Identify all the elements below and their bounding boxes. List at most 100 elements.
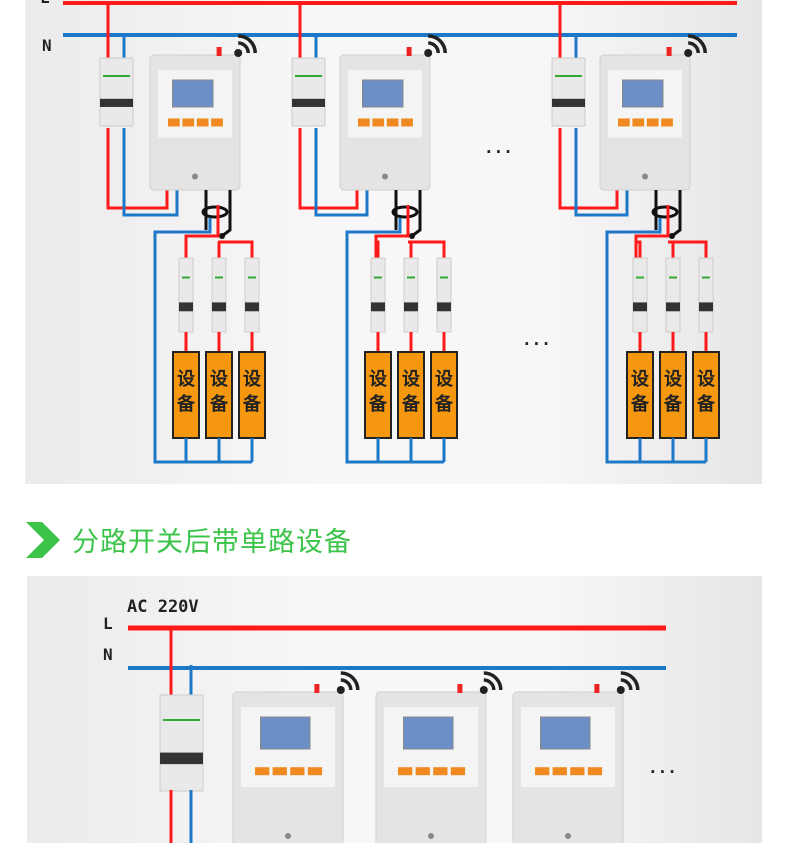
branch-live	[374, 205, 410, 262]
meter-button	[307, 767, 323, 776]
breaker-handle	[437, 302, 451, 312]
meter-screw	[382, 173, 388, 180]
ct-lead	[671, 190, 682, 238]
meter-lcd	[260, 716, 311, 750]
meter-button	[255, 767, 270, 776]
breaker	[291, 57, 326, 127]
meter-button	[570, 767, 585, 776]
breaker	[370, 257, 386, 333]
equipment-label: 设	[664, 369, 682, 390]
current-transformer	[391, 205, 419, 219]
breaker	[178, 257, 194, 333]
wifi-icon	[684, 49, 693, 57]
equipment-box	[172, 351, 200, 439]
breaker-stripe	[407, 276, 415, 279]
breaker-stripe	[103, 75, 130, 77]
equipment-label: 备	[401, 393, 421, 415]
breaker-handle	[371, 302, 385, 312]
breaker-handle	[100, 98, 133, 107]
meter-lcd	[403, 716, 454, 750]
meter-button	[587, 767, 603, 776]
antenna	[594, 684, 600, 693]
top-label-n: N	[42, 36, 52, 55]
wifi-icon	[483, 671, 503, 691]
junction	[669, 233, 675, 239]
breaker-stripe	[374, 276, 382, 279]
equipment-label: 设	[177, 369, 195, 390]
meter-button	[646, 118, 659, 127]
equipment-label: 备	[242, 393, 262, 415]
junction	[409, 233, 415, 239]
breaker	[436, 257, 452, 333]
bottom-label-l: L	[103, 614, 113, 633]
meter-button	[415, 767, 430, 776]
breaker	[698, 257, 714, 333]
ellipsis-top-2: ...	[522, 330, 551, 349]
wifi-icon	[427, 34, 447, 54]
breaker-stripe	[702, 276, 710, 279]
current-transformer	[651, 205, 679, 219]
breaker-stripe	[248, 276, 256, 279]
equipment-label: 设	[243, 369, 261, 390]
meter-lcd	[172, 79, 214, 108]
breaker-stripe	[636, 276, 644, 279]
wifi-icon	[336, 686, 345, 694]
breaker-handle	[404, 302, 418, 312]
breaker	[632, 257, 648, 333]
meter-button	[552, 767, 567, 776]
breaker-stripe	[182, 276, 190, 279]
wifi-icon	[687, 34, 707, 54]
branch-live	[408, 240, 446, 262]
wifi-icon	[234, 49, 243, 57]
meter-button	[618, 118, 630, 127]
equipment-box	[626, 351, 654, 439]
breaker-stripe	[163, 719, 200, 721]
neutral-wire	[314, 128, 369, 217]
meter-screw	[192, 173, 198, 180]
equipment-box	[238, 351, 266, 439]
antenna	[457, 684, 463, 693]
meter-button	[290, 767, 305, 776]
breaker	[159, 694, 204, 792]
breaker-handle	[552, 98, 585, 107]
equipment-label: 备	[663, 393, 683, 415]
equipment-label: 设	[435, 369, 453, 390]
breaker	[244, 257, 260, 333]
meter-button	[661, 118, 673, 127]
equipment-label: 备	[368, 393, 388, 415]
equipment-label: 设	[697, 369, 715, 390]
live-wire	[558, 128, 619, 210]
breaker-handle	[292, 98, 325, 107]
meter-button	[398, 767, 413, 776]
bottom-label-n: N	[103, 645, 113, 664]
equipment-label: 设	[402, 369, 420, 390]
equipment-label: 设	[210, 369, 228, 390]
top-label-l: L	[40, 0, 50, 7]
breaker	[665, 257, 681, 333]
equipment-label: 备	[630, 393, 650, 415]
breaker-handle	[699, 302, 713, 312]
return-neutral	[153, 218, 252, 464]
breaker-handle	[633, 302, 647, 312]
breaker-stripe	[295, 75, 322, 77]
breaker	[99, 57, 134, 127]
wifi-icon	[237, 34, 257, 54]
breaker	[551, 57, 586, 127]
breaker	[211, 257, 227, 333]
meter-button	[211, 118, 223, 127]
ct-lead	[221, 190, 232, 238]
meter-lcd	[622, 79, 664, 108]
equipment-label: 设	[631, 369, 649, 390]
meter-button	[535, 767, 550, 776]
ct-lead	[411, 190, 422, 238]
breaker-stripe	[440, 276, 448, 279]
meter-button	[632, 118, 645, 127]
breaker	[403, 257, 419, 333]
return-neutral	[345, 218, 444, 464]
equipment-label: 备	[176, 393, 196, 415]
wifi-icon	[620, 671, 640, 691]
equipment-box	[364, 351, 392, 439]
breaker-handle	[212, 302, 226, 312]
antenna	[216, 47, 222, 56]
